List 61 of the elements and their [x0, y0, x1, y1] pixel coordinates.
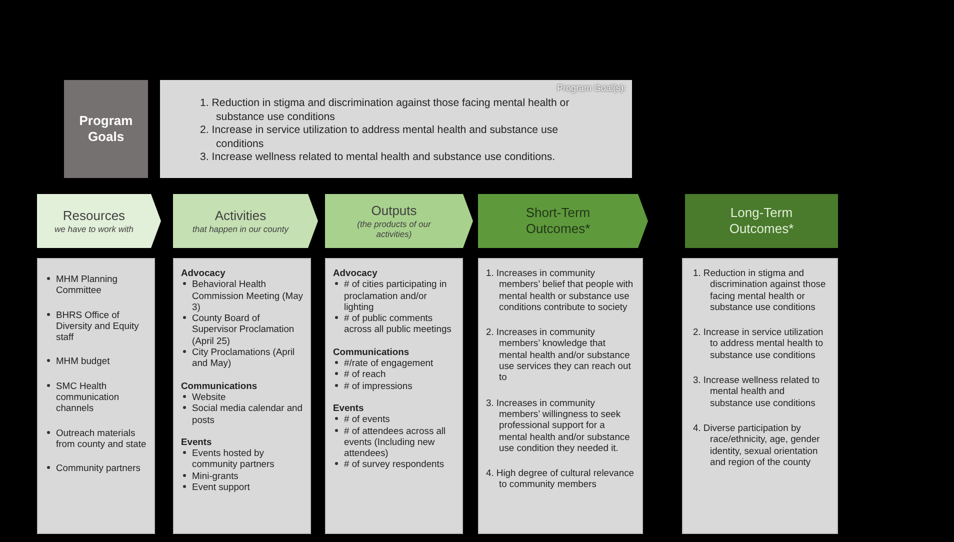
goal-heading: Program Goals — [78, 113, 134, 145]
list-item: City Proclamations (April and May) — [192, 346, 296, 369]
section-heading: Communications — [333, 346, 410, 358]
list-item: # of cities participating in proclamation and/or lighting — [344, 278, 448, 312]
list-item: 1. Increases in community members’ belief that people with mental health or substance use conditions contribute to society — [486, 267, 634, 312]
content-panel — [173, 258, 311, 534]
content-panel — [682, 258, 838, 534]
stage-title: Short-Term Outcomes* — [524, 205, 592, 237]
content-panel — [325, 258, 463, 534]
section-heading: Advocacy — [181, 267, 226, 278]
stage-header-banner — [37, 194, 161, 248]
section-heading: Events — [333, 402, 365, 414]
list-item: MHM Planning Committee — [56, 273, 118, 296]
list-item: # of reach — [344, 368, 387, 380]
stage-title: Outputs — [371, 203, 417, 219]
goal-list-panel — [160, 80, 632, 178]
list-item: SMC Health communication channels — [56, 380, 120, 414]
stage-subtitle: that happen in our county — [192, 224, 288, 234]
stage-subtitle: (the products of our activities) — [356, 219, 432, 239]
list-item: Community partners — [56, 462, 142, 474]
stage-header-box — [685, 194, 838, 248]
goal-header-box — [64, 80, 148, 178]
list-item: Outreach materials from county and state — [56, 426, 147, 450]
section-heading: Advocacy — [333, 267, 378, 278]
stage-header-banner — [478, 194, 648, 248]
list-item: #/rate of engagement — [344, 357, 434, 368]
list-item: Event support — [192, 481, 251, 492]
goal-item: 2. Increase in service utilization to address mental health and substance use conditions — [200, 124, 560, 151]
list-item: Social media calendar and posts — [192, 402, 303, 425]
list-item: # of impressions — [344, 380, 414, 391]
faint-placeholder-text: Program Goal(s): — [556, 83, 626, 93]
list-item: BHRS Office of Diversity and Equity staff — [56, 308, 140, 342]
stage-title: Activities — [214, 208, 266, 224]
list-item: Website — [192, 390, 227, 402]
list-item: 2. Increases in community members’ knowledge that mental health and/or substance use services they can reach out to — [486, 326, 632, 383]
list-item: 1. Reduction in stigma and discrimination against those facing mental health or substance use conditions — [693, 267, 827, 312]
stage-header-banner — [325, 194, 473, 248]
list-item: 3. Increases in community members’ willingness to seek professional support for a mental health and/or substance use condition they needed it. — [486, 396, 631, 454]
stage-header-banner — [173, 194, 318, 248]
list-item: # of public comments across all public meetings — [344, 312, 452, 335]
list-item: # of events — [344, 413, 391, 425]
list-item: 3. Increase wellness related to mental health and substance use conditions — [693, 374, 821, 408]
list-item: Behavioral Health Commission Meeting (May 3) — [192, 278, 303, 312]
stage-subtitle: we have to work with — [54, 224, 134, 234]
content-panel — [478, 258, 643, 534]
list-item: # of survey respondents — [344, 458, 446, 470]
stage-title: Resources — [62, 208, 126, 224]
list-item: 4. High degree of cultural relevance to community members — [486, 467, 635, 490]
section-heading: Communications — [181, 380, 258, 391]
stage-title: Long-Term Outcomes* — [728, 205, 795, 237]
list-item: Mini-grants — [192, 470, 240, 482]
goal-item: 3. Increase wellness related to mental health and substance use conditions. — [200, 151, 556, 164]
list-item: 2. Increase in service utilization to address mental health to substance use conditions — [693, 326, 824, 360]
content-panel — [37, 258, 155, 534]
list-item: MHM budget — [56, 355, 111, 367]
section-heading: Events — [181, 436, 213, 448]
goal-item: 1. Reduction in stigma and discrimination against those facing mental health or substance use conditions — [200, 97, 570, 124]
list-item: # of attendees across all events (Including new attendees) — [344, 424, 447, 458]
list-item: Events hosted by community partners — [192, 447, 276, 470]
list-item: County Board of Supervisor Proclamation (April 25) — [192, 312, 296, 346]
list-item: 4. Diverse participation by race/ethnicity, age, gender identity, sexual orientation and region of the county — [693, 422, 821, 468]
